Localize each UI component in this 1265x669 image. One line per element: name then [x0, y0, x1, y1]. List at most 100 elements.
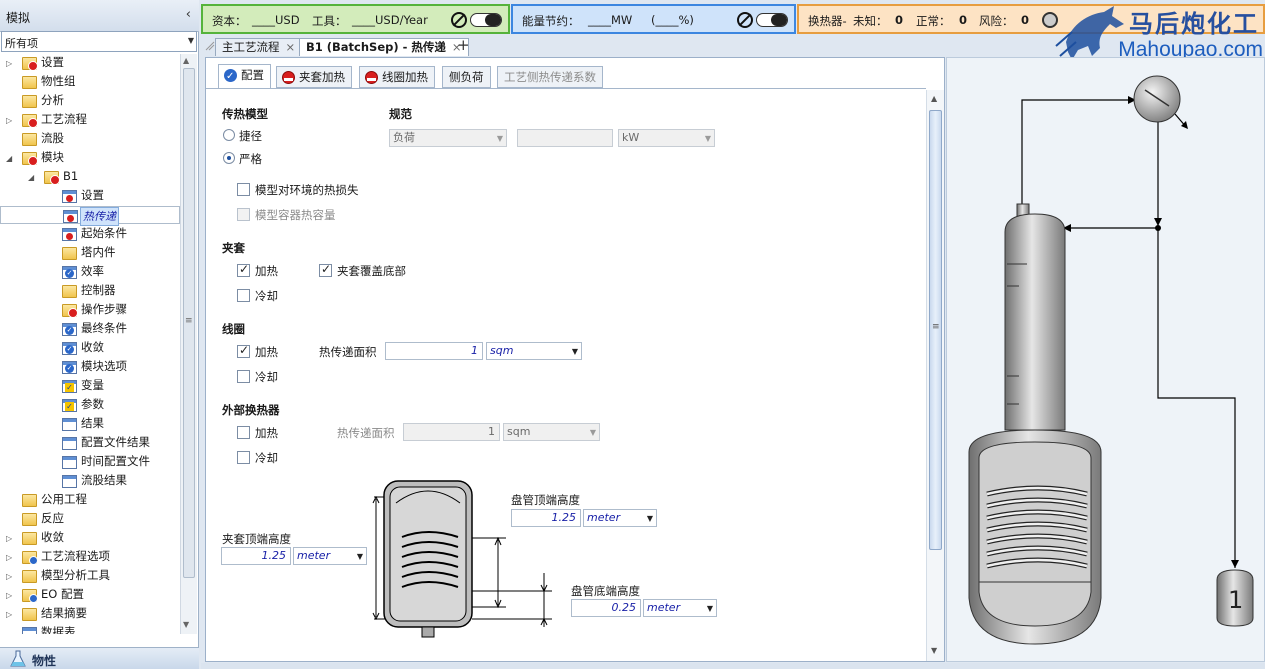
tree-item[interactable]: 物性组: [0, 73, 180, 92]
ext-cool-checkbox[interactable]: [237, 451, 250, 464]
coil-cool-checkbox[interactable]: [237, 370, 250, 383]
jacket-top-unit-select[interactable]: meter▼: [293, 547, 367, 565]
spec-value-input[interactable]: [517, 129, 613, 147]
tree-item[interactable]: 配置文件结果: [0, 434, 180, 453]
chevron-down-icon: ▼: [589, 428, 596, 437]
scroll-down-icon[interactable]: ▼: [183, 620, 190, 629]
expand-icon[interactable]: ▷: [6, 116, 13, 125]
tree-item[interactable]: ▷工艺流程: [0, 111, 180, 130]
collapse-arrow-icon[interactable]: ◢: [6, 154, 13, 163]
expand-icon[interactable]: ▷: [6, 59, 13, 68]
heat-loss-label: 模型对环境的热损失: [255, 183, 359, 197]
tree-item[interactable]: 最终条件: [0, 320, 180, 339]
tab-b1-heat-transfer[interactable]: B1 (BatchSep) - 热传递×: [299, 38, 469, 56]
tree-item[interactable]: 收敛: [0, 339, 180, 358]
tree-item[interactable]: 时间配置文件: [0, 453, 180, 472]
tree-item[interactable]: 塔内件: [0, 244, 180, 263]
radio-simple[interactable]: [223, 129, 235, 141]
tree-item[interactable]: 反应: [0, 510, 180, 529]
disabled-icon: [451, 12, 467, 28]
ext-area-input[interactable]: 1: [403, 423, 500, 441]
tree-item[interactable]: ▷ 模型分析工具: [0, 567, 180, 586]
form-icon: [62, 342, 77, 355]
coil-area-input[interactable]: 1: [385, 342, 483, 360]
coil-top-unit-select[interactable]: meter▼: [583, 509, 657, 527]
tree-item[interactable]: ▷结果摘要: [0, 605, 180, 624]
expand-icon[interactable]: ▷: [6, 553, 13, 562]
coil-bottom-input[interactable]: 0.25: [571, 599, 641, 617]
spec-unit-select[interactable]: kW▼: [618, 129, 715, 147]
energy-toggle[interactable]: [756, 13, 788, 27]
tree-item[interactable]: 数据表: [0, 624, 180, 634]
subtab-coil-heating[interactable]: 线圈加热: [359, 66, 435, 88]
subtab-side-duty[interactable]: 侧负荷: [442, 66, 491, 88]
tree-item[interactable]: 流股: [0, 130, 180, 149]
close-icon[interactable]: ×: [451, 40, 462, 54]
subtab-configuration[interactable]: 配置: [218, 64, 271, 89]
tree-item[interactable]: ◢B1: [0, 168, 180, 187]
coil-top-input[interactable]: 1.25: [511, 509, 581, 527]
expand-icon[interactable]: ▷: [6, 591, 13, 600]
tree-item[interactable]: 效率: [0, 263, 180, 282]
tree-item[interactable]: 控制器: [0, 282, 180, 301]
heat-loss-checkbox[interactable]: [237, 183, 250, 196]
form-scrollbar-thumb[interactable]: [929, 110, 942, 550]
add-tab-icon[interactable]: +: [457, 36, 470, 54]
expand-icon[interactable]: ▷: [6, 610, 13, 619]
navigation-scrollbar-thumb[interactable]: [183, 68, 195, 578]
tree-item[interactable]: ◢模块: [0, 149, 180, 168]
scroll-up-icon[interactable]: ▲: [931, 94, 938, 103]
heat-capacity-checkbox[interactable]: [237, 208, 250, 221]
expand-icon[interactable]: ▷: [6, 534, 13, 543]
form-icon: [62, 399, 77, 412]
tree-item[interactable]: 参数: [0, 396, 180, 415]
tree-item[interactable]: 变量: [0, 377, 180, 396]
folder-icon: [22, 57, 38, 71]
jacket-heat-checkbox[interactable]: [237, 262, 250, 277]
expand-icon[interactable]: ▷: [6, 572, 13, 581]
jacket-bottom-checkbox[interactable]: [319, 262, 332, 277]
coil-area-unit-select[interactable]: sqm▼: [486, 342, 582, 360]
tree-item[interactable]: ▷工艺流程选项: [0, 548, 180, 567]
chevron-down-icon: ▼: [704, 134, 711, 143]
chevron-down-icon[interactable]: ▼: [187, 36, 194, 45]
collapse-icon[interactable]: ‹: [185, 7, 191, 22]
cost-toggle[interactable]: [470, 13, 502, 27]
tab-main-flowsheet[interactable]: 主工艺流程×: [215, 38, 303, 56]
subtab-process-htc[interactable]: 工艺侧热传递系数: [497, 66, 603, 88]
navigation-filter-select[interactable]: 所有项 ▼: [1, 31, 197, 52]
spec-type-value: 负荷: [393, 131, 415, 144]
form-scrollbar[interactable]: ▲ ≡ ▼: [926, 90, 944, 661]
tree-item[interactable]: 热传递: [0, 206, 180, 226]
spec-type-select[interactable]: 负荷▼: [389, 129, 507, 147]
tree-item[interactable]: ▷EO 配置: [0, 586, 180, 605]
capital-label: 资本：: [212, 14, 247, 28]
tree-item[interactable]: 流股结果: [0, 472, 180, 491]
coil-bottom-unit-select[interactable]: meter▼: [643, 599, 717, 617]
coil-heat-checkbox[interactable]: [237, 343, 250, 358]
eye-icon[interactable]: [1042, 12, 1058, 28]
collapse-arrow-icon[interactable]: ◢: [28, 173, 35, 182]
tree-item[interactable]: 起始条件: [0, 225, 180, 244]
tree-item[interactable]: 设置: [0, 187, 180, 206]
tree-item[interactable]: ▷收敛: [0, 529, 180, 548]
close-icon[interactable]: ×: [285, 40, 296, 54]
navigation-bottom-tab[interactable]: 物性: [0, 647, 199, 669]
tree-item[interactable]: 结果: [0, 415, 180, 434]
jacket-cool-checkbox[interactable]: [237, 289, 250, 302]
tree-item-label: 模型分析工具: [41, 568, 110, 582]
scroll-down-icon[interactable]: ▼: [931, 646, 938, 655]
jacket-top-input[interactable]: 1.25: [221, 547, 291, 565]
scroll-up-icon[interactable]: ▲: [183, 56, 190, 65]
tree-item[interactable]: 分析: [0, 92, 180, 111]
tree-item[interactable]: 公用工程: [0, 491, 180, 510]
tree-item[interactable]: 模块选项: [0, 358, 180, 377]
subtab-jacket-heating[interactable]: 夹套加热: [276, 66, 352, 88]
receiver-label: 1: [1228, 586, 1244, 614]
ext-heat-checkbox[interactable]: [237, 426, 250, 439]
tree-item[interactable]: 操作步骤: [0, 301, 180, 320]
navigation-scrollbar[interactable]: ▲ ≡ ▼: [180, 54, 197, 634]
ext-area-unit-select[interactable]: sqm▼: [503, 423, 600, 441]
radio-rigorous[interactable]: [223, 152, 235, 164]
tree-item[interactable]: ▷设置: [0, 54, 180, 73]
